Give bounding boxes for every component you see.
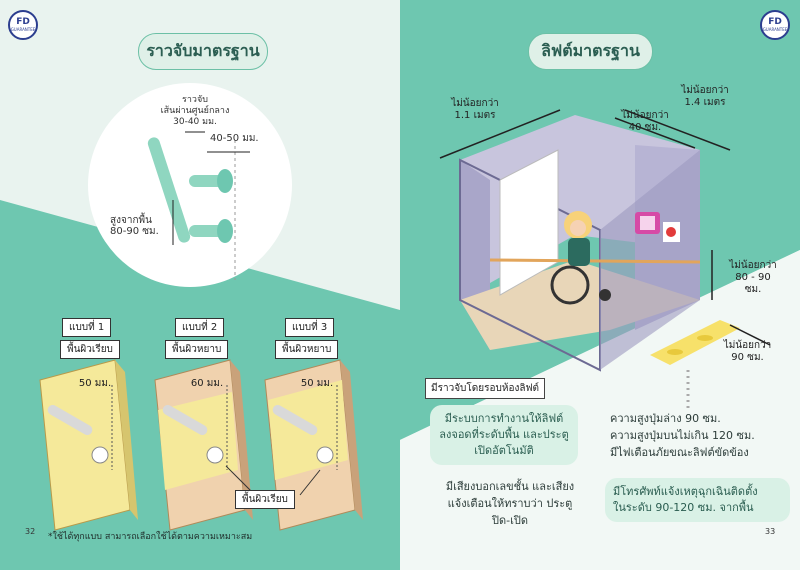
handrail-note: มีราวจับโดยรอบห้องลิฟต์ xyxy=(425,378,546,399)
gap-label: 40-50 มม. xyxy=(210,133,259,144)
handrail-circle-diagram xyxy=(88,83,292,287)
handrail-type-boards xyxy=(39,359,363,531)
type-1-label: แบบที่ 1 xyxy=(62,318,112,337)
dim-tactile: ไม่น้อยกว่า 90 ซม. xyxy=(723,340,772,363)
page-number-right: 33 xyxy=(765,527,776,536)
fd-logo: FD GUARANTEE xyxy=(8,10,38,40)
right-page-title: ลิฟต์มาตรฐาน xyxy=(528,33,653,70)
dim-handrail: ไม่น้อยกว่า 40 ซม. xyxy=(621,110,669,133)
type-2-surface: พื้นผิวหยาบ xyxy=(165,340,229,359)
sound-alert-text: มีเสียงบอกเลขชั้น และเสียง แจ้งเตือนให้ท… xyxy=(445,480,575,527)
diameter-label: ราวจับ เส้นผ่านศูนย์กลาง 30-40 มม. xyxy=(160,95,230,127)
page-number-left: 32 xyxy=(25,527,36,536)
type-1-surface: พื้นผิวเรียบ xyxy=(60,340,120,359)
type-3-surface: พื้นผิวหยาบ xyxy=(275,340,339,359)
button-height-text: ความสูงปุ่มล่าง 90 ซม. ความสูงปุ่มบนไม่เ… xyxy=(610,412,755,459)
type-1-distance: 50 มม. xyxy=(78,378,112,389)
left-page: FD GUARANTEE ราวจับมาตรฐาน ราวจับ เส้นผ่… xyxy=(0,0,400,570)
auto-landing-callout: มีระบบการทำงานให้ลิฟต์ ลงจอดที่ระดับพื้น… xyxy=(430,405,578,465)
left-page-title: ราวจับมาตรฐาน xyxy=(138,33,268,70)
lift-illustration xyxy=(439,109,771,410)
fd-logo-right: FD GUARANTEE xyxy=(760,10,790,40)
type-2-label: แบบที่ 2 xyxy=(175,318,225,337)
type-3-label: แบบที่ 3 xyxy=(285,318,335,337)
footnote: *ใช้ได้ทุกแบบ สามารถเลือกใช้ได้ตามความเห… xyxy=(48,532,253,542)
type-2-distance: 60 มม. xyxy=(190,378,224,389)
type-3-distance: 50 มม. xyxy=(300,378,334,389)
dim-panel-height: ไม่น้อยกว่า 80 - 90 ซม. xyxy=(729,260,777,295)
emergency-phone-callout: มีโทรศัพท์แจ้งเหตุฉุกเฉินติดตั้ง ในระดับ… xyxy=(605,478,790,522)
smooth-surface-label: พื้นผิวเรียบ xyxy=(235,490,295,509)
dim-width: ไม่น้อยกว่า 1.1 เมตร xyxy=(451,98,499,121)
right-page: FD GUARANTEE ลิฟต์มาตรฐาน xyxy=(400,0,800,570)
height-label: สูงจากพื้น 80-90 ซม. xyxy=(110,215,159,237)
dim-depth: ไม่น้อยกว่า 1.4 เมตร xyxy=(681,85,729,108)
